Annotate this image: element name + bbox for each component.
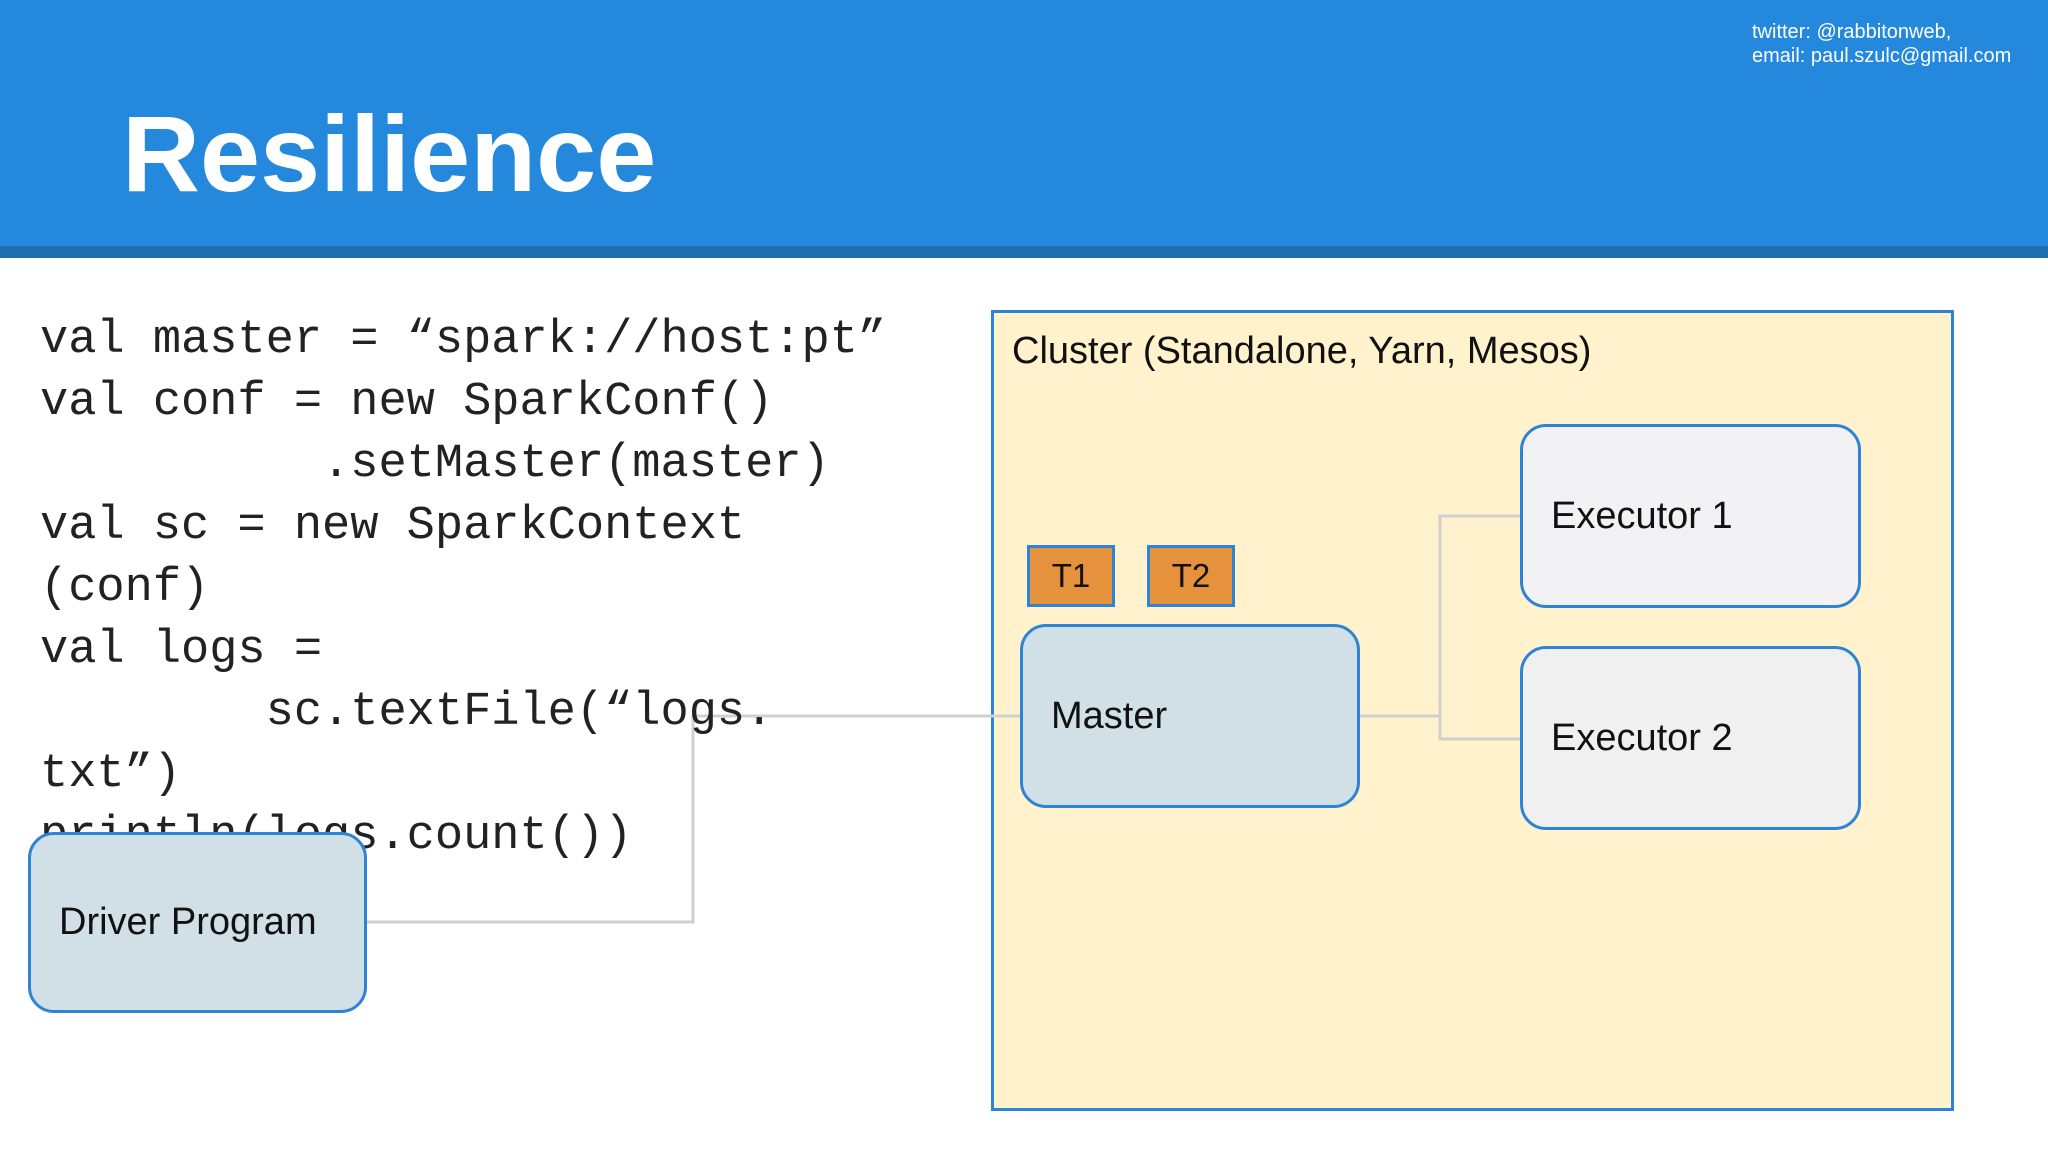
code-line: val sc = new SparkContext: [40, 500, 746, 553]
executor-2-label: Executor 2: [1551, 716, 1733, 759]
master-executor1-connector: [1360, 514, 1520, 718]
code-line: val logs =: [40, 624, 323, 677]
twitter-handle: twitter: @rabbitonweb,: [1752, 21, 1952, 43]
driver-master-connector: [367, 714, 1020, 924]
master-node: Master: [1020, 624, 1360, 808]
contact-info: twitter: @rabbitonweb, email: paul.szulc…: [1752, 20, 2011, 68]
task-t2: T2: [1147, 545, 1235, 607]
code-line: val master = “spark://host:pt”: [40, 314, 887, 367]
task-t1-label: T1: [1051, 557, 1091, 594]
executor-1-label: Executor 1: [1551, 494, 1733, 537]
task-t2-label: T2: [1171, 557, 1211, 594]
cluster-label: Cluster (Standalone, Yarn, Mesos): [1012, 330, 1592, 372]
code-line: (conf): [40, 562, 210, 615]
slide-header: [0, 0, 2048, 246]
master-label: Master: [1051, 694, 1168, 737]
executor-2-node: Executor 2: [1520, 646, 1861, 830]
slide-title: Resilience: [122, 93, 657, 214]
code-line: sc.textFile(“logs.: [40, 686, 774, 739]
task-t1: T1: [1027, 545, 1115, 607]
driver-program-label: Driver Program: [59, 901, 317, 943]
header-stripe: [0, 246, 2048, 258]
executor-1-node: Executor 1: [1520, 424, 1861, 608]
code-line: .setMaster(master): [40, 438, 830, 491]
code-line: txt”): [40, 748, 182, 801]
code-block: val master = “spark://host:pt” val conf …: [40, 310, 886, 868]
master-executor2-connector: [1438, 716, 1520, 741]
email-address: email: paul.szulc@gmail.com: [1752, 45, 2012, 67]
code-line: val conf = new SparkConf(): [40, 376, 774, 429]
driver-program-node: Driver Program: [28, 832, 367, 1013]
